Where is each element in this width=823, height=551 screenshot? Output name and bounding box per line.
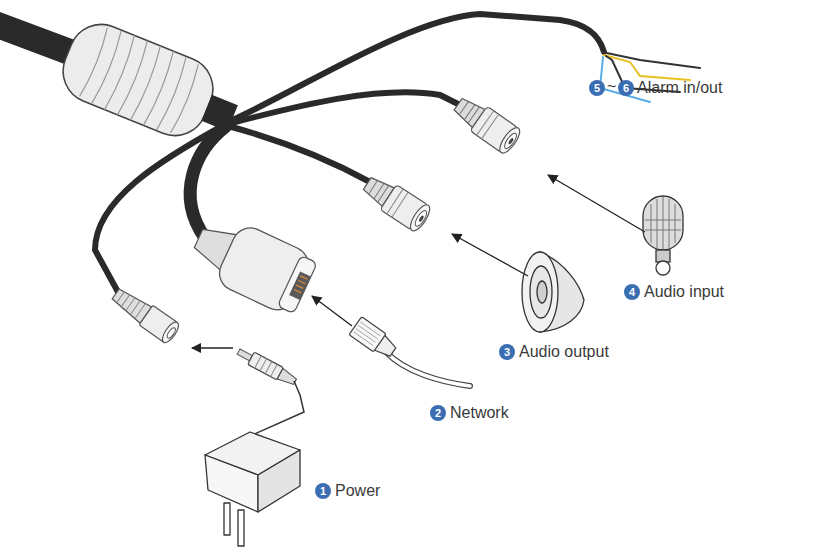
part-label: Alarm in/out: [637, 78, 722, 98]
audio-input-connector: [450, 92, 524, 156]
part-label: Network: [450, 403, 509, 423]
power-plug: [235, 345, 298, 387]
part-label: Audio input: [644, 282, 724, 302]
callout-number: 6: [618, 80, 634, 96]
callout-number: 4: [624, 284, 640, 300]
power-jack: [109, 284, 182, 345]
network-jack: [185, 209, 320, 319]
cable-branches: [95, 14, 604, 292]
main-cable: [0, 24, 75, 54]
part-label: ~: [607, 77, 616, 97]
callout-number: 5: [589, 80, 605, 96]
part-label: Audio output: [519, 342, 609, 362]
power-wire: [250, 381, 304, 436]
network-cable: [386, 352, 470, 386]
callout-number: 2: [430, 405, 446, 421]
callout-number: 3: [499, 344, 515, 360]
callout-number: 1: [315, 483, 331, 499]
part-label: Power: [335, 481, 380, 501]
power-adapter: [205, 432, 300, 546]
network-plug: [349, 317, 399, 361]
insert-arrows: [192, 175, 645, 348]
microphone: [643, 196, 683, 275]
audio-output-connector: [359, 171, 433, 234]
speaker: [522, 252, 584, 332]
network-cable-core: [386, 352, 470, 386]
